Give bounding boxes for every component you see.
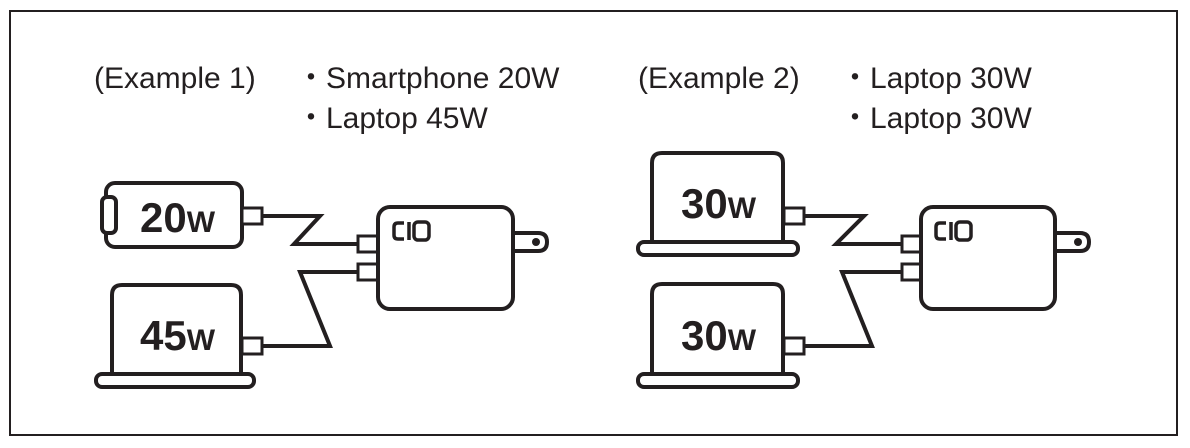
example-1: (Example 1) ・Smartphone 20W ・Laptop 45W … [94,62,560,389]
laptop-45-watt-value: 45 [140,312,187,359]
usb-plug-icon [782,336,806,356]
laptop-30-top-watt-label: 30W [681,180,757,227]
smartphone-watt-unit: W [187,206,216,239]
laptop-30-top-watt-unit: W [728,192,757,225]
smartphone-icon: 20W [100,181,244,249]
example-2: (Example 2) ・Laptop 30W ・Laptop 30W 30W … [636,62,1092,389]
laptop-icon: 30W [636,151,800,257]
example-1-item-2: ・Laptop 45W [296,102,488,135]
smartphone-watt-value: 20 [140,194,187,241]
laptop-45-watt-unit: W [187,324,216,357]
cable [804,214,902,246]
cable [262,270,358,348]
laptop-45-watt-label: 45W [140,312,216,359]
usb-plug-icon [356,262,380,282]
example-2-item-2: ・Laptop 30W [840,102,1032,135]
cio-logo-icon [392,220,431,242]
laptop-30-bottom-watt-value: 30 [681,312,728,359]
usb-plug-icon [240,206,264,226]
usb-plug-icon [240,336,264,356]
laptop-icon: 45W [94,283,256,389]
charger-icon [376,205,550,311]
cio-logo-icon [934,220,973,242]
example-2-item-1: ・Laptop 30W [840,62,1032,95]
cable [804,270,902,348]
smartphone-watt-label: 20W [140,194,216,241]
laptop-30-top-watt-value: 30 [681,180,728,227]
usb-plug-icon [782,206,806,226]
usb-plug-icon [356,234,380,254]
cable [262,214,358,246]
example-1-label: (Example 1) [94,62,256,95]
laptop-30-bottom-watt-unit: W [728,324,757,357]
example-1-item-1: ・Smartphone 20W [296,62,560,95]
charger-icon [919,205,1092,311]
example-2-label: (Example 2) [638,62,800,95]
laptop-30-bottom-watt-label: 30W [681,312,757,359]
laptop-icon: 30W [636,282,800,389]
